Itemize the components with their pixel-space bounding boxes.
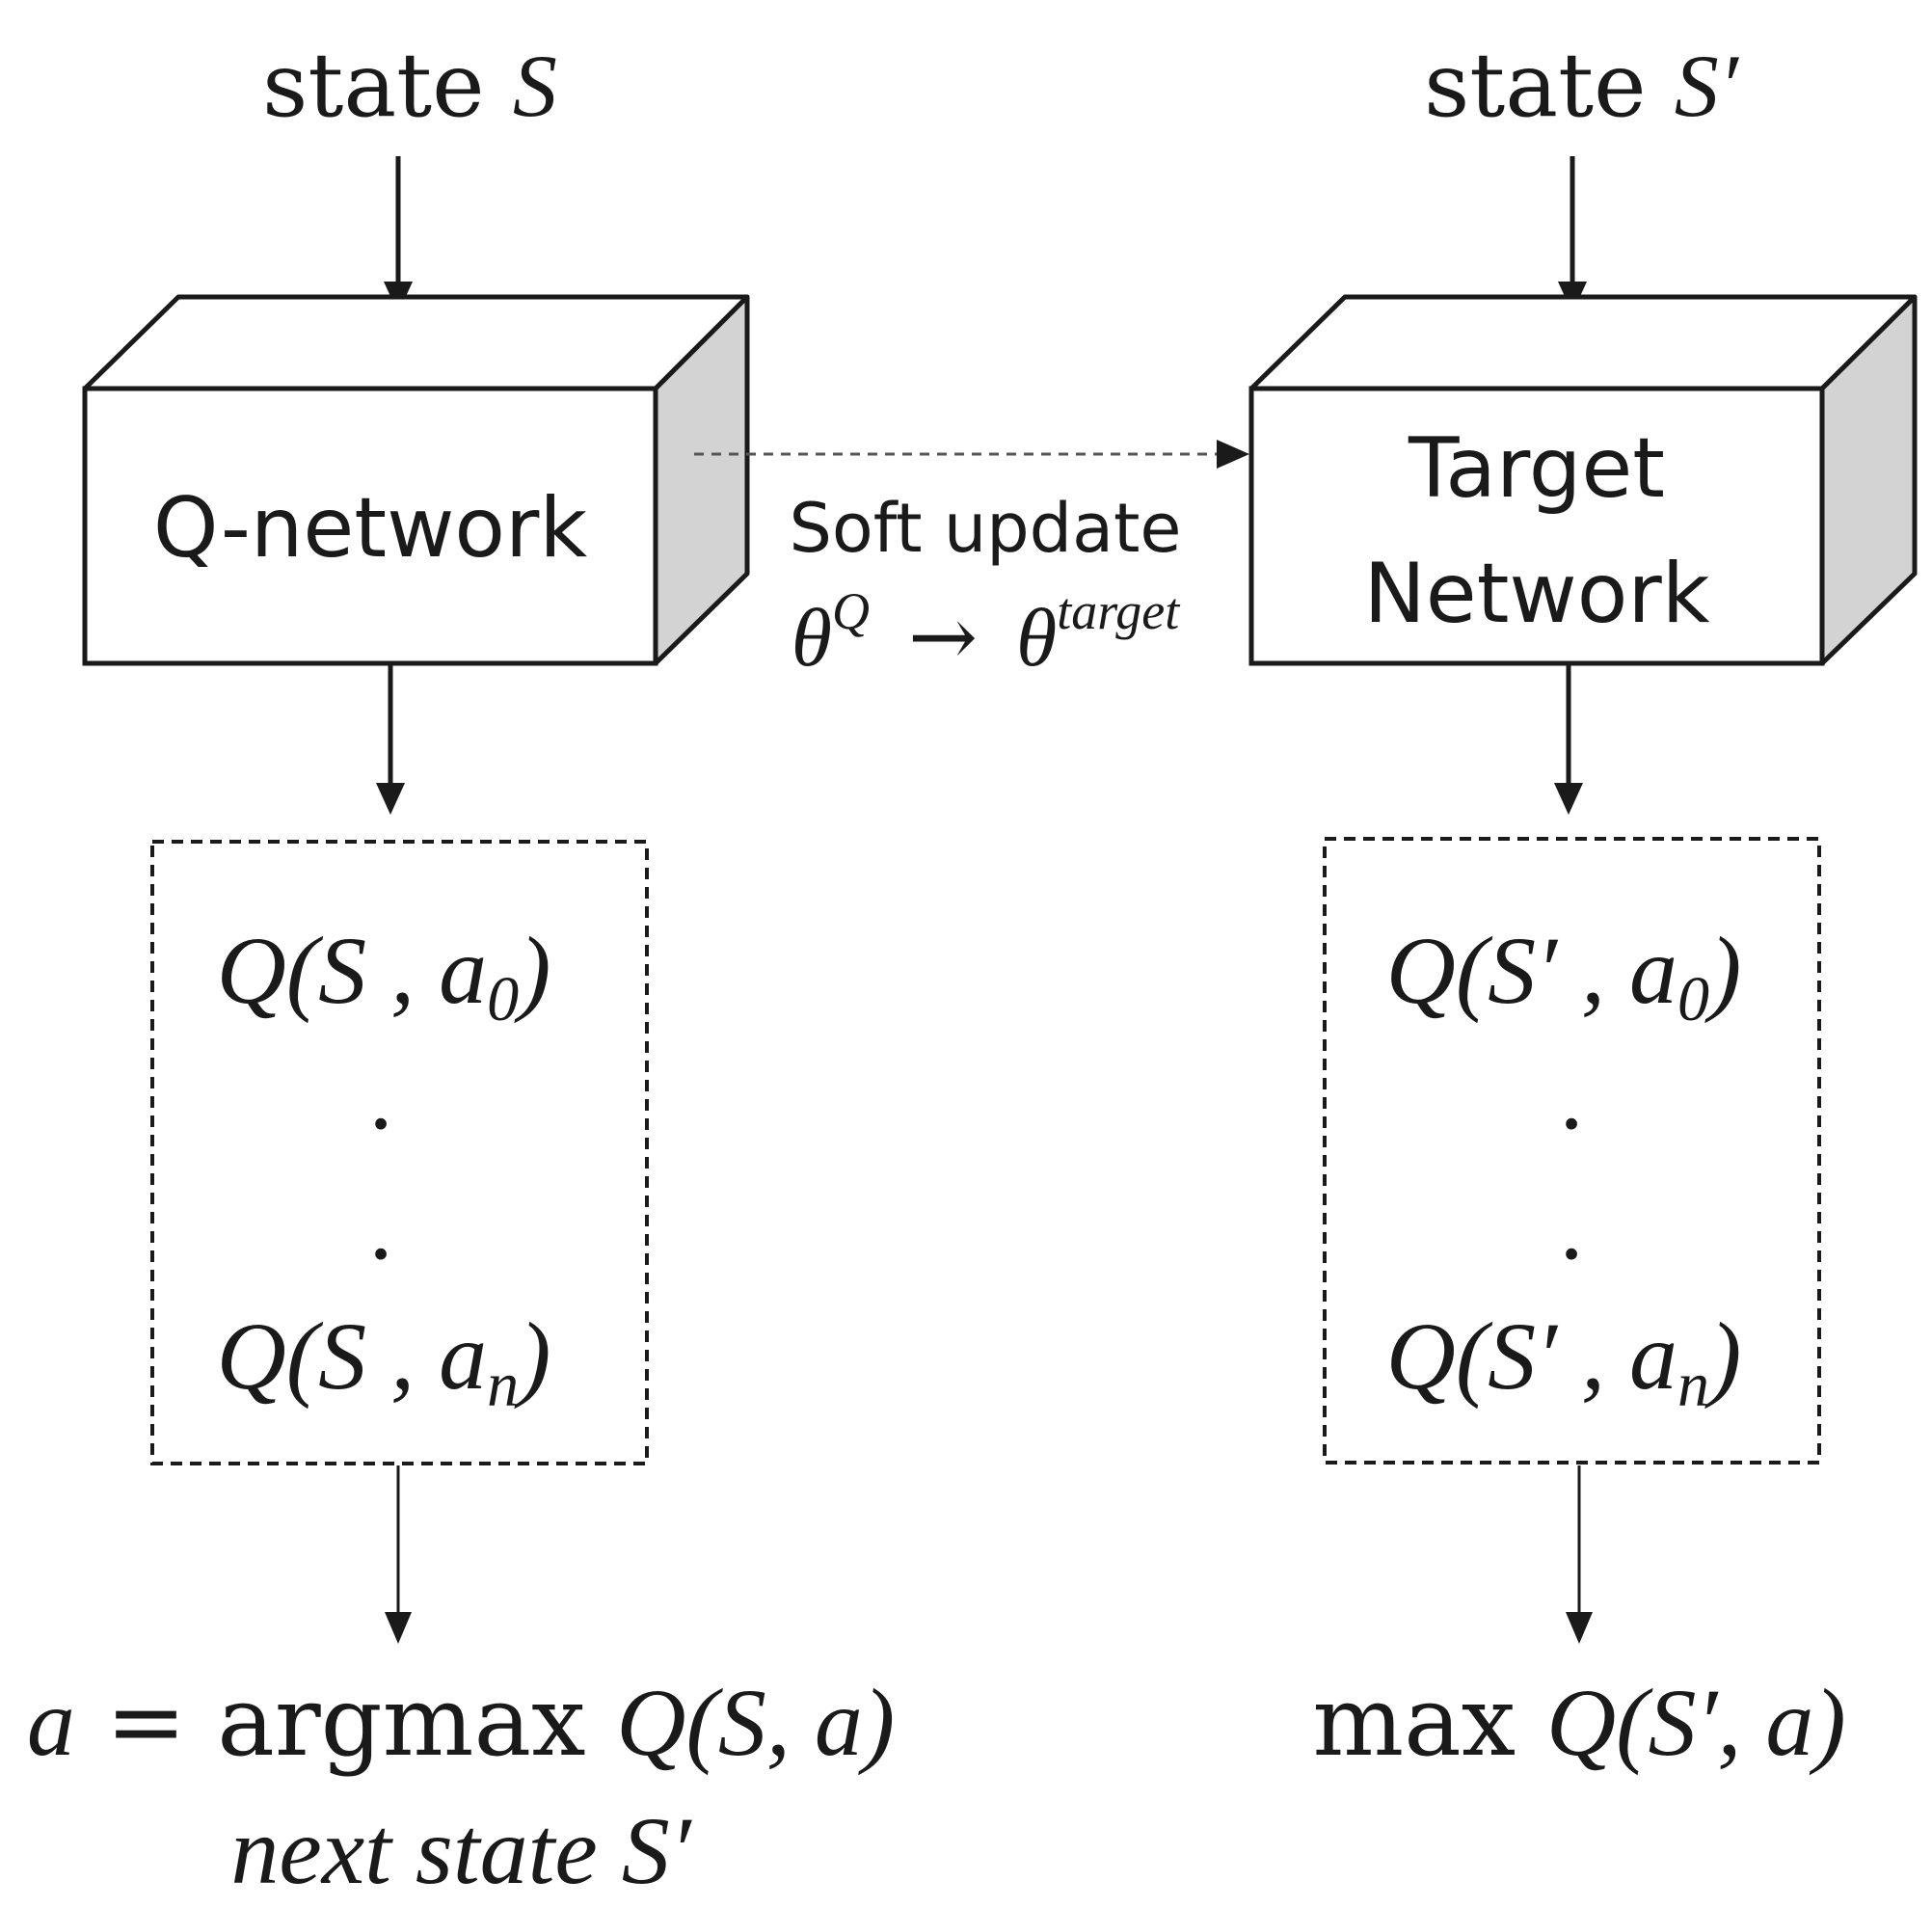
target-network-label-line1: Target — [1408, 420, 1665, 517]
target-network-label-line2: Network — [1363, 546, 1709, 642]
q-network-box-top — [82, 294, 750, 391]
left-ellipsis-dot-2: . — [367, 1178, 395, 1279]
left-output-arrow — [376, 665, 405, 815]
right-output-max: max Q(S′, a) — [1312, 1665, 1845, 1778]
target-network-box-front — [1248, 386, 1825, 666]
left-result-arrow — [385, 1465, 412, 1644]
right-q-value-last: Q(S′ , an) — [1386, 1303, 1742, 1420]
right-ellipsis-dot-2: . — [1558, 1178, 1586, 1279]
right-ellipsis-dot-1: . — [1558, 1048, 1586, 1149]
right-output-arrow — [1554, 665, 1583, 815]
right-input-arrow — [1558, 156, 1587, 313]
left-input-state-label: state S — [262, 34, 557, 137]
left-input-arrow — [384, 156, 413, 313]
target-network-box-top — [1248, 294, 1918, 391]
right-q-value-first: Q(S′ , a0) — [1386, 917, 1742, 1035]
q-network-box-front — [82, 386, 658, 666]
right-input-state-label: state S′ — [1424, 34, 1740, 137]
right-result-arrow — [1566, 1465, 1593, 1644]
soft-update-arrow — [694, 440, 1249, 469]
left-output-argmax: a = argmax Q(S, a) — [27, 1665, 895, 1778]
left-q-value-last: Q(S , an) — [217, 1303, 551, 1420]
left-ellipsis-dot-1: . — [367, 1048, 395, 1149]
left-q-value-first: Q(S , a0) — [217, 917, 551, 1035]
left-output-next-state: next state S′ — [230, 1797, 692, 1904]
soft-update-label: Soft update — [789, 489, 1181, 568]
q-network-box: Q-network — [82, 294, 750, 666]
q-network-label: Q-network — [153, 480, 588, 577]
soft-update-formula: θQ→θtarget — [792, 582, 1182, 685]
target-network-box: Target Network — [1248, 294, 1918, 666]
